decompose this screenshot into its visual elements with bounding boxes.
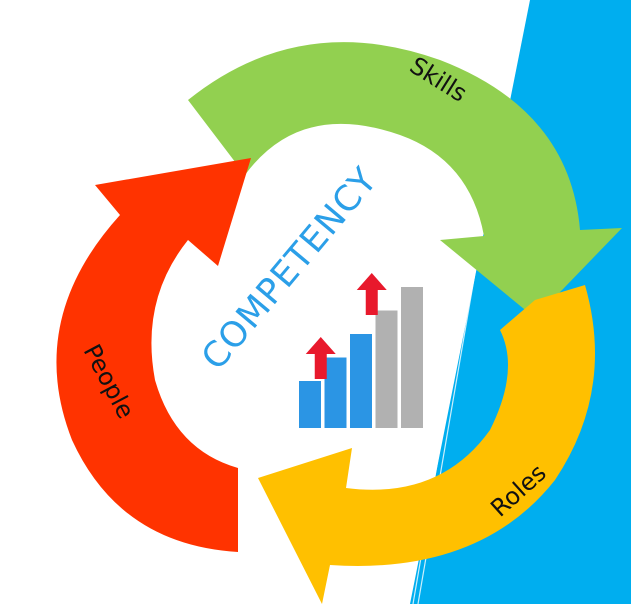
up-arrow-icon bbox=[305, 337, 336, 379]
chart-bar bbox=[401, 287, 423, 428]
growth-bar-chart-icon bbox=[299, 273, 423, 428]
chart-bar bbox=[350, 334, 372, 428]
chart-bar bbox=[299, 381, 321, 428]
skills-arrow bbox=[188, 42, 622, 319]
up-arrow-icon bbox=[356, 273, 387, 315]
roles-arrow bbox=[258, 285, 595, 604]
chart-bar bbox=[324, 357, 347, 428]
people-arrow bbox=[56, 158, 251, 552]
chart-bar bbox=[375, 310, 398, 428]
